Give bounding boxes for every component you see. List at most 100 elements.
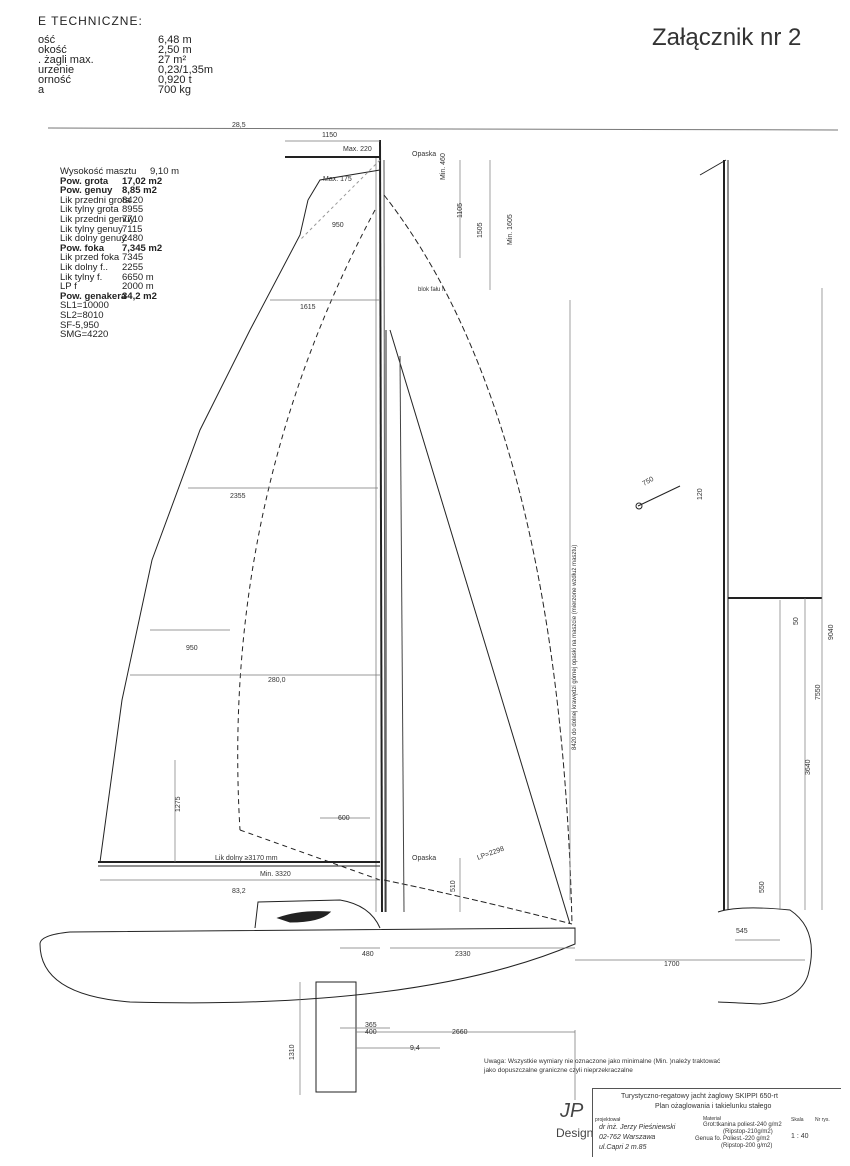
label-opaska-top: Opaska bbox=[412, 151, 436, 158]
cabin bbox=[254, 899, 381, 929]
mainsail-leech bbox=[99, 199, 309, 863]
annex-title: Załącznik nr 2 bbox=[652, 24, 802, 51]
label-blok-falu: blok fału f. bbox=[418, 287, 446, 293]
dim-min3320: Min. 3320 bbox=[260, 871, 291, 878]
sail-spec-value: 7710 bbox=[122, 214, 144, 225]
dim-1310: 1310 bbox=[289, 1044, 296, 1060]
dim-600: 600 bbox=[338, 815, 350, 822]
spreader-detail bbox=[637, 485, 681, 507]
side-hull bbox=[717, 907, 812, 1005]
sail-spec-label: Pow. genuy bbox=[60, 185, 113, 197]
hull bbox=[39, 927, 576, 1004]
dim-1275: 1275 bbox=[175, 796, 182, 812]
designer-address-1: 02-762 Warszawa bbox=[599, 1134, 656, 1141]
sail-spec-value: 2000 m bbox=[122, 281, 154, 293]
sail-spec-value: 34,2 m2 bbox=[122, 290, 157, 302]
mainsail-head bbox=[307, 169, 381, 201]
material-grot-2: (Ripstop-210g/m2) bbox=[723, 1129, 773, 1135]
spreader-end bbox=[635, 502, 643, 510]
sail-spec-label: Pow. genakera bbox=[60, 290, 127, 302]
genua-foot bbox=[383, 879, 573, 925]
dim-2355: 2355 bbox=[230, 493, 246, 500]
dim-950-top: 950 bbox=[332, 222, 344, 229]
sail-spec-row: SL1=10000 bbox=[60, 301, 200, 311]
title-block: Turystyczno-regatowy jacht żaglowy SKIPP… bbox=[592, 1088, 841, 1157]
label-opaska-bottom: Opaska bbox=[412, 855, 436, 862]
tech-specs-title: E TECHNICZNE: bbox=[38, 14, 143, 28]
sail-spec-label: Lik tylny f. bbox=[60, 271, 103, 283]
material-grot: Grot:tkanina poliest-240 g/m2 bbox=[703, 1122, 782, 1128]
dim-9040: 9040 bbox=[828, 624, 835, 640]
sail-spec-row: Lik tylny f. 6650 m bbox=[60, 271, 200, 283]
sail-spec-label: SMG=4220 bbox=[60, 329, 109, 341]
logo-jp: JP bbox=[560, 1100, 584, 1122]
sail-spec-label: SL2=8010 bbox=[60, 310, 104, 321]
sail-spec-value: 2255 bbox=[122, 262, 144, 273]
sail-spec-label: Lik przedni grota bbox=[60, 194, 131, 206]
title-line-1: Turystyczno-regatowy jacht żaglowy SKIPP… bbox=[621, 1093, 778, 1100]
jib-luff bbox=[399, 355, 405, 913]
drawing-number-label: Nr rys. bbox=[815, 1117, 830, 1123]
dim-480: 480 bbox=[362, 951, 374, 958]
sail-spec-row: SL2=8010 bbox=[60, 311, 200, 321]
sail-spec-row: Lik dolny f..2255 bbox=[60, 263, 200, 273]
sail-spec-value: 8420 bbox=[122, 194, 144, 206]
dim-750: 750 bbox=[642, 476, 656, 488]
dim-832: 83,2 bbox=[232, 888, 246, 895]
tech-spec-value: 6,48 m bbox=[158, 34, 192, 46]
tech-spec-label: . żagli max. bbox=[38, 54, 94, 66]
vertical-note: 8420 do dolnej krawędzi górnej opaski na… bbox=[572, 545, 578, 750]
dim-min1605: Min. 1605 bbox=[507, 214, 514, 245]
mast bbox=[379, 139, 383, 913]
designer-name: dr inż. Jerzy Pieśniewski bbox=[599, 1124, 676, 1131]
sail-spec-value: 8955 bbox=[122, 204, 144, 216]
tech-spec-value: 27 m² bbox=[158, 54, 187, 66]
keel bbox=[315, 981, 357, 1093]
dim-2330: 2330 bbox=[455, 951, 471, 958]
note-line-2: jako dopuszczalne graniczne czyli nieprz… bbox=[484, 1067, 633, 1074]
sail-spec-label: Pow. foka bbox=[60, 242, 104, 254]
dim-1615: 1615 bbox=[300, 304, 316, 311]
dim-545: 545 bbox=[736, 928, 748, 935]
material-label: Materiał bbox=[703, 1116, 721, 1122]
sail-spec-row: SF-5,950 bbox=[60, 320, 200, 331]
gennaker-luff bbox=[237, 209, 376, 831]
dim-3640: 3640 bbox=[805, 759, 812, 775]
sail-spec-value: 7345 bbox=[122, 252, 144, 264]
title-line-2: Plan ożaglowania i takielunku stałego bbox=[655, 1103, 772, 1110]
sail-spec-row: SMG=4220 bbox=[60, 330, 200, 340]
tech-spec-value: 700 kg bbox=[158, 84, 192, 96]
sail-spec-value: 9,10 m bbox=[150, 166, 180, 177]
side-top bbox=[699, 159, 727, 176]
tech-spec-value: 0,23/1,35m bbox=[158, 64, 214, 76]
logo-design: Design bbox=[556, 1126, 594, 1140]
sail-spec-row: LP f 2000 m bbox=[60, 282, 200, 292]
dim-50: 50 bbox=[793, 617, 800, 625]
dim-510: 510 bbox=[450, 880, 457, 892]
sail-spec-value: 2480 bbox=[122, 233, 144, 245]
dim-2660: 2660 bbox=[452, 1029, 468, 1036]
sail-spec-value: 6650 m bbox=[122, 271, 154, 283]
scale-value: 1 : 40 bbox=[791, 1133, 809, 1140]
frame-line bbox=[47, 127, 839, 131]
gennaker-foot bbox=[239, 829, 381, 881]
sail-spec-label: LP f bbox=[60, 281, 77, 293]
dim-94: 9,4 bbox=[410, 1045, 420, 1052]
dim-1505: 1505 bbox=[477, 222, 484, 238]
dim-1105: 1105 bbox=[457, 203, 464, 218]
dim-max220: Max. 220 bbox=[343, 146, 372, 153]
note-line-1: Uwaga: Wszystkie wymiary nie oznaczone j… bbox=[484, 1058, 721, 1065]
dim-7550: 7550 bbox=[815, 684, 822, 700]
dim-400: 400 bbox=[365, 1029, 377, 1036]
tech-spec-value: 0,920 t bbox=[158, 74, 192, 86]
sail-spec-value: 7115 bbox=[122, 223, 143, 235]
